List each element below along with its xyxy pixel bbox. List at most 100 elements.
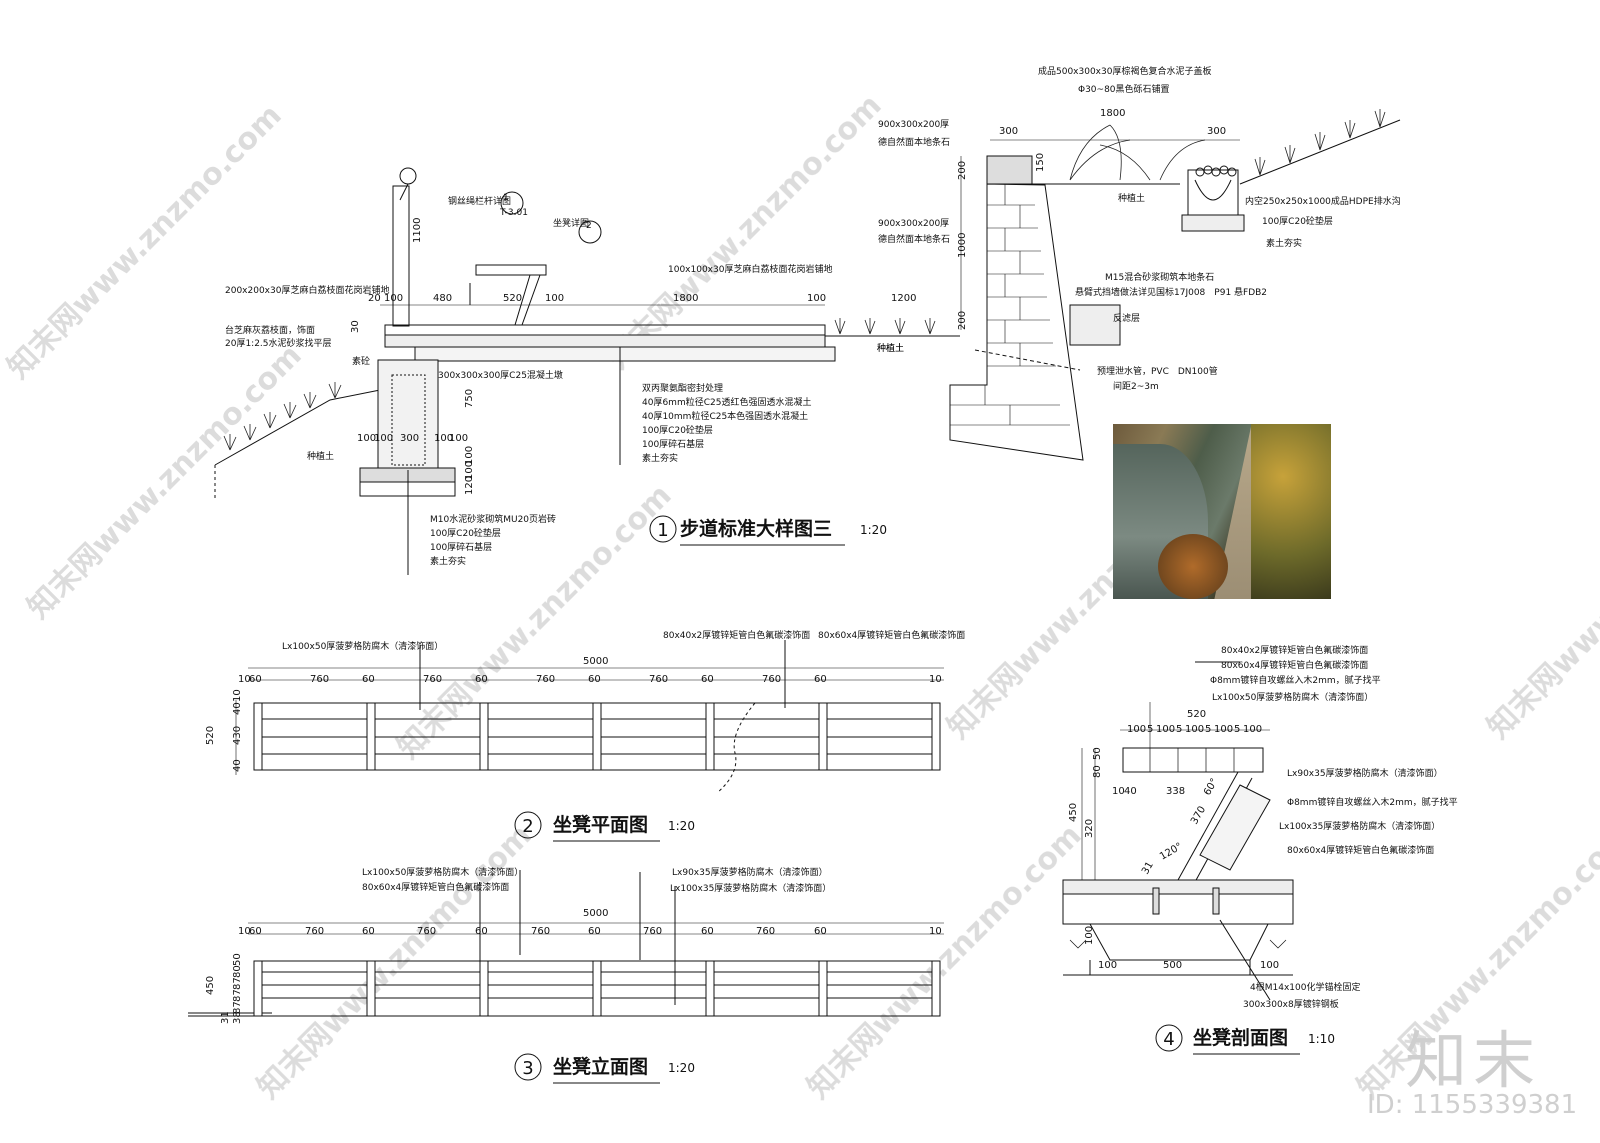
detail-4-labels: 80x40x2厚镀锌矩管白色氟碳漆饰面 80x60x4厚镀锌矩管白色氟碳漆饰面 …: [1068, 644, 1458, 1055]
dim: 120°: [1158, 841, 1184, 863]
dim: 760: [310, 674, 329, 685]
dim: 760: [756, 926, 775, 937]
note: 80x60x4厚镀锌矩管白色氟碳漆饰面: [818, 629, 965, 641]
note: 双丙聚氨酯密封处理: [642, 382, 723, 394]
note: Lx90x35厚菠萝格防腐木（清漆饰面）: [672, 866, 828, 878]
dim: 760: [649, 674, 668, 685]
dim: 87: [232, 1001, 243, 1014]
dim: 1800: [673, 293, 698, 304]
note: 80x60x4厚镀锌矩管白色氟碳漆饰面: [1221, 659, 1368, 671]
note: 种植土: [877, 342, 904, 354]
watermark-text: 知末网www.znzmo.com: [251, 818, 539, 1106]
dim-total: 5000: [583, 656, 608, 667]
note: 素土夯实: [430, 555, 466, 567]
dim: 10: [1112, 786, 1125, 797]
note: 900x300x200厚: [878, 218, 949, 229]
watermark-text: 知末网www.znzmo.com: [801, 818, 1089, 1106]
note: 80x60x4厚镀锌矩管白色氟碳漆饰面: [362, 881, 509, 893]
dim: 520: [1187, 709, 1206, 720]
detail-scale: 1:20: [668, 1061, 695, 1075]
dim: 5: [1176, 724, 1182, 735]
note: 80x60x4厚镀锌矩管白色氟碳漆饰面: [1287, 844, 1434, 856]
dim: 100: [1127, 724, 1146, 735]
dim: 30: [350, 320, 361, 333]
note: 预埋泄水管，PVC DN100管: [1097, 365, 1218, 377]
detail-4-bench-section: [1062, 661, 1294, 1001]
watermark-text: 知末网www.znzmo.com: [601, 88, 889, 376]
reference-photo: [1113, 424, 1331, 599]
dim: 520: [205, 726, 216, 745]
dim: 60: [475, 674, 488, 685]
note: 间距2~3m: [1113, 380, 1159, 392]
note: 100厚C20砼垫层: [1262, 215, 1333, 227]
dim: 760: [417, 926, 436, 937]
detail-scale: 1:20: [668, 819, 695, 833]
note: Lx100x50厚菠萝格防腐木（清漆饰面）: [282, 640, 443, 652]
detail-number: 4: [1163, 1029, 1174, 1050]
note: 悬臂式挡墙做法详见国标17J008 P91 悬FDB2: [1075, 286, 1267, 298]
dim: 10: [929, 926, 942, 937]
note: Lx100x50厚菠萝格防腐木（清漆饰面）: [362, 866, 523, 878]
note: 80x40x2厚镀锌矩管白色氟碳漆饰面: [1221, 644, 1368, 656]
dim: 1000: [957, 233, 968, 258]
dim: 430: [232, 726, 243, 745]
note: 100厚C20砼垫层: [642, 424, 713, 436]
dim: 300: [400, 433, 419, 444]
dim: 5: [1234, 724, 1240, 735]
detail-number: 3: [522, 1058, 533, 1079]
detail-title: 坐凳平面图: [553, 813, 648, 836]
dim: 100: [434, 433, 453, 444]
dim: 100: [1084, 926, 1095, 945]
note: 300x300x8厚镀锌钢板: [1243, 998, 1339, 1010]
dim: 450: [1068, 803, 1079, 822]
note: 种植土: [1118, 192, 1145, 204]
dim: 300: [1207, 126, 1226, 137]
detail-1-labels: 钢丝绳栏杆详图 1 T-3.01 坐凳详图 2 200x200x30厚芝麻白荔枝…: [225, 193, 916, 567]
dim: 5: [1147, 724, 1153, 735]
watermark-layer: 知末网www.znzmo.com 知末网www.znzmo.com 知末网www…: [1, 88, 1600, 1106]
dim: 80: [232, 965, 243, 978]
dim: 1100: [412, 218, 423, 243]
dim: 1800: [1100, 108, 1125, 119]
detail-1-walkway-section: [214, 167, 960, 575]
note: 100厚碎石基层: [642, 438, 704, 450]
dim: 60: [362, 926, 375, 937]
dim: 200: [957, 161, 968, 180]
dim: 320: [1084, 819, 1095, 838]
dim: 150: [1035, 153, 1046, 172]
photo-tree: [1251, 424, 1331, 599]
dim: 200: [957, 311, 968, 330]
note: 反滤层: [1113, 312, 1140, 324]
note: 2: [586, 221, 592, 231]
note: M10水泥砂浆砌筑MU20页岩砖: [430, 513, 556, 525]
dim: 100: [807, 293, 826, 304]
dim: 60: [588, 926, 601, 937]
dim: 60: [814, 926, 827, 937]
note: 40厚10mm粒径C25本色强固透水混凝土: [642, 410, 808, 422]
dim-total: 5000: [583, 908, 608, 919]
note: 台芝麻灰荔枝面，饰面: [225, 324, 315, 336]
dim: 760: [305, 926, 324, 937]
dim: 100: [384, 293, 403, 304]
note: 100厚碎石基层: [430, 541, 492, 553]
note: 种植土: [307, 450, 334, 462]
note: 4根M14x100化学锚栓固定: [1250, 981, 1360, 993]
note: Lx90x35厚菠萝格防腐木（清漆饰面）: [1287, 767, 1443, 779]
detail-3-bench-elevation: [188, 870, 944, 1017]
retaining-wall-labels: 成品500x300x30厚棕褐色复合水泥子盖板 Φ30~80黑色砾石铺置 900…: [877, 65, 1401, 392]
detail-number-circle: [649, 515, 677, 543]
detail-title: 坐凳剖面图: [1193, 1026, 1288, 1049]
note: Φ30~80黑色砾石铺置: [1078, 83, 1170, 95]
watermark-text: 知末网www.znzmo.com: [21, 338, 309, 626]
dim: 750: [464, 389, 475, 408]
detail-title: 步道标准大样图三: [680, 517, 832, 540]
elevation-dims: 10 60 760 60 760 60 760 60 760 60 760 60…: [238, 926, 942, 937]
note: 900x300x200厚: [878, 119, 949, 130]
note: 内空250x250x1000成品HDPE排水沟: [1245, 195, 1401, 207]
note: 成品500x300x30厚棕褐色复合水泥子盖板: [1038, 65, 1211, 77]
note: 20厚1:2.5水泥砂浆找平层: [225, 337, 332, 349]
dim: 10: [238, 926, 251, 937]
detail-number: 2: [522, 816, 533, 837]
watermark-logo: 知末: [1405, 1024, 1542, 1097]
